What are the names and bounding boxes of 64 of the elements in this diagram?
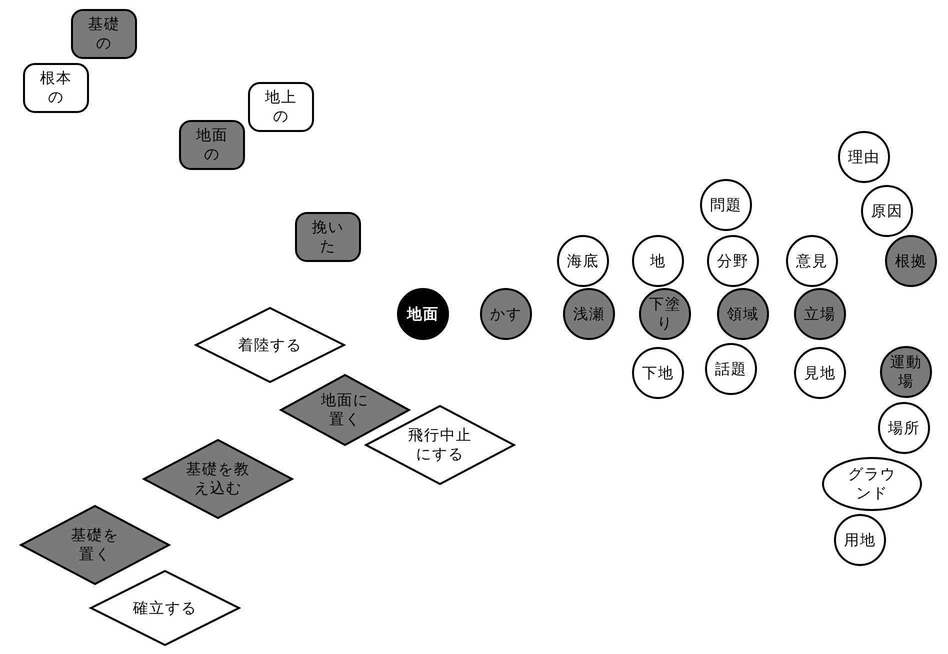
word-circle xyxy=(880,346,932,398)
word-label: 根本の xyxy=(39,69,73,107)
word-label: 分野 xyxy=(717,252,749,270)
word-circle xyxy=(707,235,759,287)
word-diamond xyxy=(280,374,410,446)
word-label: 地面に置く xyxy=(320,391,370,429)
word-label: 着陸する xyxy=(238,336,302,354)
word-circle xyxy=(834,514,886,566)
word-label: 運動場 xyxy=(889,353,923,391)
word-box xyxy=(295,212,361,262)
word-diamond xyxy=(195,307,345,383)
word-label: 基礎を教え込む xyxy=(186,460,250,498)
word-label: 地面 xyxy=(407,304,439,324)
word-label: 原因 xyxy=(871,202,903,220)
word-circle xyxy=(397,288,449,340)
word-label: 場所 xyxy=(888,418,920,438)
word-diamond xyxy=(90,570,240,646)
word-label: 意見 xyxy=(796,252,828,270)
word-label: 話題 xyxy=(715,360,747,378)
word-label: 下塗り xyxy=(648,295,682,333)
word-label: 確立する xyxy=(133,598,197,618)
word-circle xyxy=(480,288,532,340)
word-label: 地 xyxy=(650,252,666,270)
word-circle xyxy=(700,179,752,231)
word-label: 根拠 xyxy=(895,252,927,270)
word-circle xyxy=(786,235,838,287)
word-label: 海底 xyxy=(567,252,599,270)
word-label: 地上の xyxy=(264,88,298,126)
word-box xyxy=(71,9,137,59)
word-circle xyxy=(885,235,937,287)
word-box xyxy=(179,120,245,170)
word-label: 理由 xyxy=(848,148,880,166)
word-label: 見地 xyxy=(804,364,836,382)
word-circle xyxy=(563,288,615,340)
word-box xyxy=(23,63,89,113)
word-circle xyxy=(838,131,890,183)
word-diamond xyxy=(20,505,170,585)
word-label: 下地 xyxy=(642,364,674,382)
word-label: 挽いた xyxy=(311,218,345,256)
word-box xyxy=(248,82,314,132)
word-circle xyxy=(705,343,757,395)
word-label: 浅瀬 xyxy=(573,304,605,324)
word-circle xyxy=(878,402,930,454)
word-label: 地面の xyxy=(195,126,229,164)
word-circle xyxy=(632,347,684,399)
word-label: 飛行中止にする xyxy=(408,426,472,464)
word-label: かす xyxy=(490,304,522,324)
word-circle xyxy=(717,288,769,340)
word-label: 用地 xyxy=(844,530,876,550)
word-label: 問題 xyxy=(710,196,742,214)
word-circle xyxy=(632,235,684,287)
word-circle xyxy=(794,347,846,399)
word-diamond xyxy=(365,405,515,485)
word-circle xyxy=(557,235,609,287)
word-label: グラウンド xyxy=(847,465,897,503)
word-circle xyxy=(639,288,691,340)
word-label: 立場 xyxy=(804,304,836,324)
word-ellipse xyxy=(822,457,922,511)
word-label: 領域 xyxy=(727,304,759,324)
word-diamond xyxy=(143,439,293,519)
word-label: 基礎を置く xyxy=(70,526,120,564)
word-label: 基礎の xyxy=(87,15,121,53)
word-circle xyxy=(794,288,846,340)
word-circle xyxy=(861,185,913,237)
